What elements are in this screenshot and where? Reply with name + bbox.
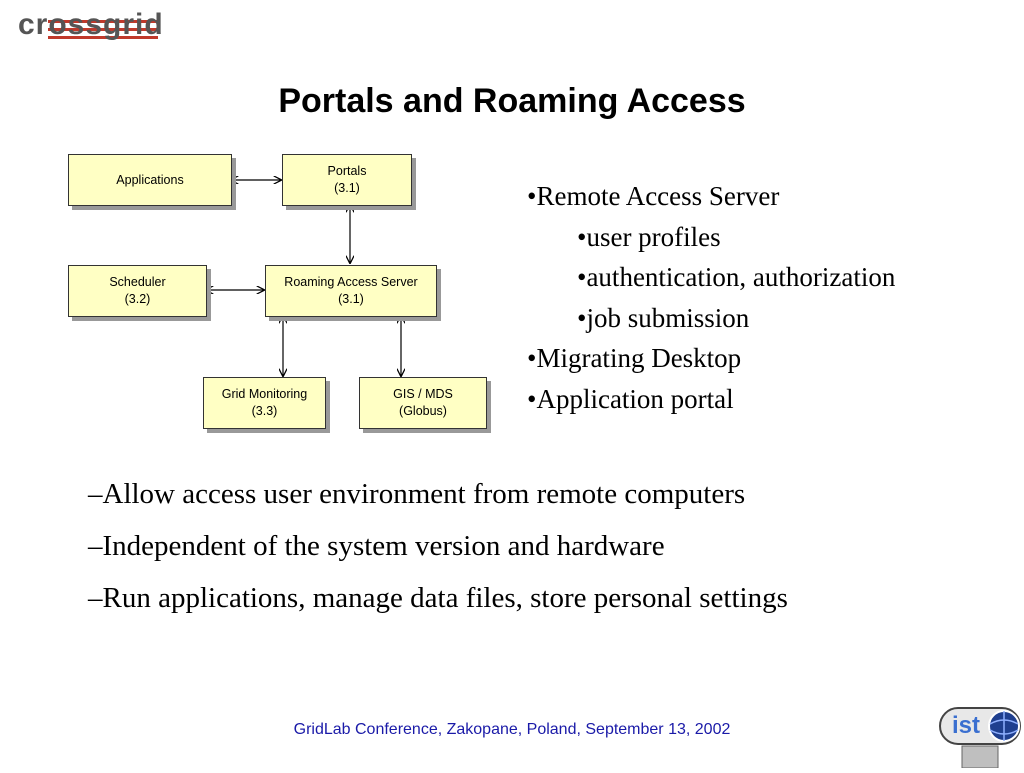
box-gridmon-line-2: (3.3) xyxy=(251,404,278,418)
box-gis-line-1: GIS / MDS xyxy=(393,387,453,401)
logo-stripe-1 xyxy=(48,20,158,23)
dash-list: –Allow access user environment from remo… xyxy=(88,468,788,624)
dash-item-3: –Run applications, manage data files, st… xyxy=(88,582,788,614)
logo-stripe-3 xyxy=(48,36,158,39)
box-ras-line-1: Roaming Access Server xyxy=(284,275,418,289)
feature-bullets: •Remote Access Server •user profiles •au… xyxy=(527,176,895,419)
box-applications-line-1: Applications xyxy=(116,172,184,187)
bullet-user-profiles: •user profiles xyxy=(577,221,721,252)
logo-stripe-2 xyxy=(48,28,158,31)
bullet-migrating-desktop: •Migrating Desktop xyxy=(527,343,742,373)
box-gis-mds: GIS / MDS (Globus) xyxy=(359,377,487,429)
dash-item-1: –Allow access user environment from remo… xyxy=(88,478,746,510)
slide-footer: GridLab Conference, Zakopane, Poland, Se… xyxy=(293,721,731,738)
box-roaming-access-server: Roaming Access Server (3.1) xyxy=(265,265,437,317)
box-ras-line-2: (3.1) xyxy=(338,292,364,306)
box-portals-line-2: (3.1) xyxy=(334,181,360,195)
box-grid-monitoring: Grid Monitoring (3.3) xyxy=(203,377,326,429)
box-applications: Applications xyxy=(68,154,232,206)
bullet-remote-access-server: •Remote Access Server xyxy=(527,181,780,211)
bullet-authentication: •authentication, authorization xyxy=(577,262,896,292)
box-gis-line-2: (Globus) xyxy=(399,404,447,418)
slide-title: Portals and Roaming Access xyxy=(278,82,746,120)
box-scheduler-line-2: (3.2) xyxy=(124,292,151,306)
ist-logo-text: ist xyxy=(952,712,981,739)
logo-text: crossgrid xyxy=(18,8,164,41)
ist-logo-graphic xyxy=(939,707,1021,769)
bullet-job-submission: •job submission xyxy=(577,302,750,333)
dash-item-2: –Independent of the system version and h… xyxy=(88,530,665,562)
box-scheduler-line-1: Scheduler xyxy=(109,275,166,289)
ist-logo: ist xyxy=(938,706,1022,769)
crossgrid-logo: crossgrid xyxy=(18,8,198,44)
box-portals-line-1: Portals xyxy=(327,164,367,178)
box-scheduler: Scheduler (3.2) xyxy=(68,265,207,317)
box-portals: Portals (3.1) xyxy=(282,154,412,206)
box-gridmon-line-1: Grid Monitoring xyxy=(221,387,308,401)
bullet-application-portal: •Application portal xyxy=(527,383,734,414)
